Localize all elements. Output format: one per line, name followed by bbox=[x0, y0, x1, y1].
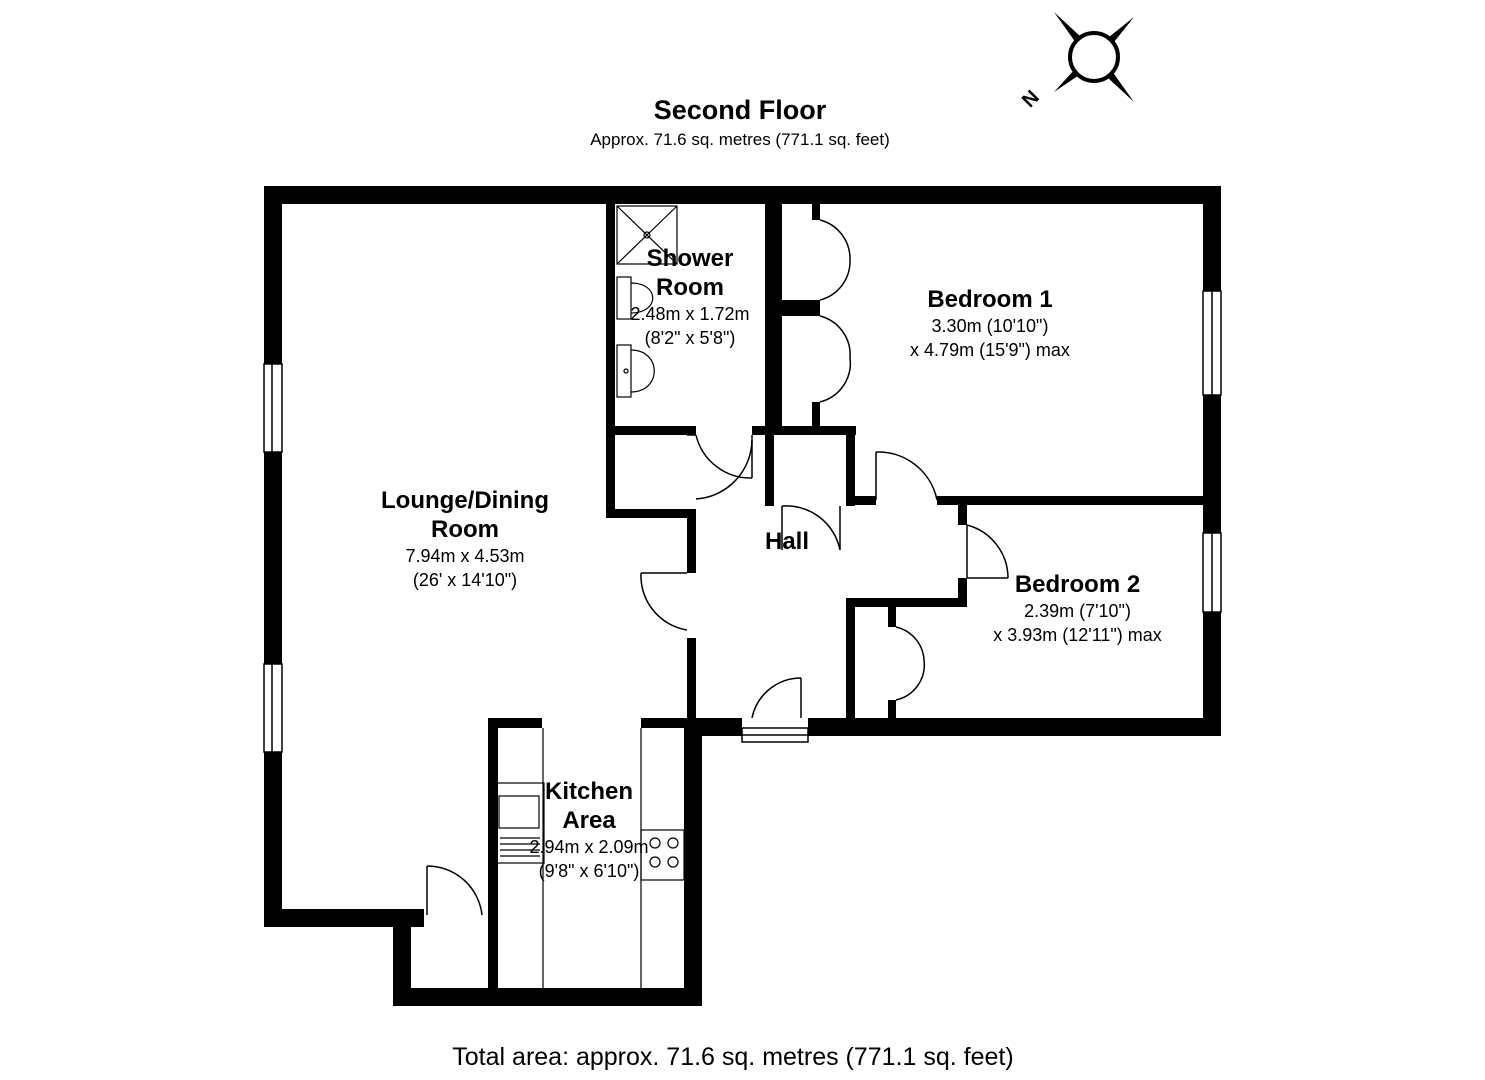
room-dimension: (26' x 14'10") bbox=[412, 570, 518, 590]
room-label-hall: Hall bbox=[737, 527, 837, 556]
room-label-lounge: Lounge/Dining Room 7.94m x 4.53m (26' x … bbox=[315, 486, 615, 592]
floor-area: Approx. 71.6 sq. metres (771.1 sq. feet) bbox=[590, 130, 890, 149]
room-dimension: 3.30m (10'10") bbox=[931, 316, 1049, 336]
room-dimension: (8'2" x 5'8") bbox=[644, 328, 736, 348]
room-name: Bedroom 1 bbox=[927, 286, 1053, 313]
room-dimension: x 3.93m (12'11") max bbox=[993, 625, 1162, 645]
room-dimension: 2.94m x 2.09m bbox=[529, 837, 649, 857]
room-label-kitchen: Kitchen Area 2.94m x 2.09m (9'8" x 6'10"… bbox=[499, 777, 679, 883]
room-name: Kitchen Area bbox=[544, 778, 633, 834]
room-dimension: 2.48m x 1.72m bbox=[630, 304, 750, 324]
room-name: Shower Room bbox=[646, 245, 734, 301]
fixtures bbox=[493, 205, 685, 988]
total-area: Total area: approx. 71.6 sq. metres (771… bbox=[452, 1043, 1014, 1071]
room-dimension: (9'8" x 6'10") bbox=[538, 861, 640, 881]
walls bbox=[264, 186, 1221, 1006]
floor-title: Second Floor bbox=[653, 95, 827, 125]
room-name: Hall bbox=[764, 528, 809, 555]
room-label-bedroom-1: Bedroom 1 3.30m (10'10") x 4.79m (15'9")… bbox=[860, 285, 1120, 362]
room-dimension: 2.39m (7'10") bbox=[1024, 601, 1131, 621]
room-dimension: 7.94m x 4.53m bbox=[405, 546, 525, 566]
room-label-shower: Shower Room 2.48m x 1.72m (8'2" x 5'8") bbox=[600, 244, 780, 350]
compass-icon bbox=[1054, 12, 1134, 102]
room-name: Bedroom 2 bbox=[1014, 571, 1141, 598]
doors bbox=[426, 219, 1009, 916]
room-label-bedroom-2: Bedroom 2 2.39m (7'10") x 3.93m (12'11")… bbox=[955, 570, 1200, 647]
room-dimension: x 4.79m (15'9") max bbox=[910, 340, 1070, 360]
room-name: Lounge/Dining Room bbox=[381, 487, 549, 543]
windows bbox=[263, 290, 1222, 753]
